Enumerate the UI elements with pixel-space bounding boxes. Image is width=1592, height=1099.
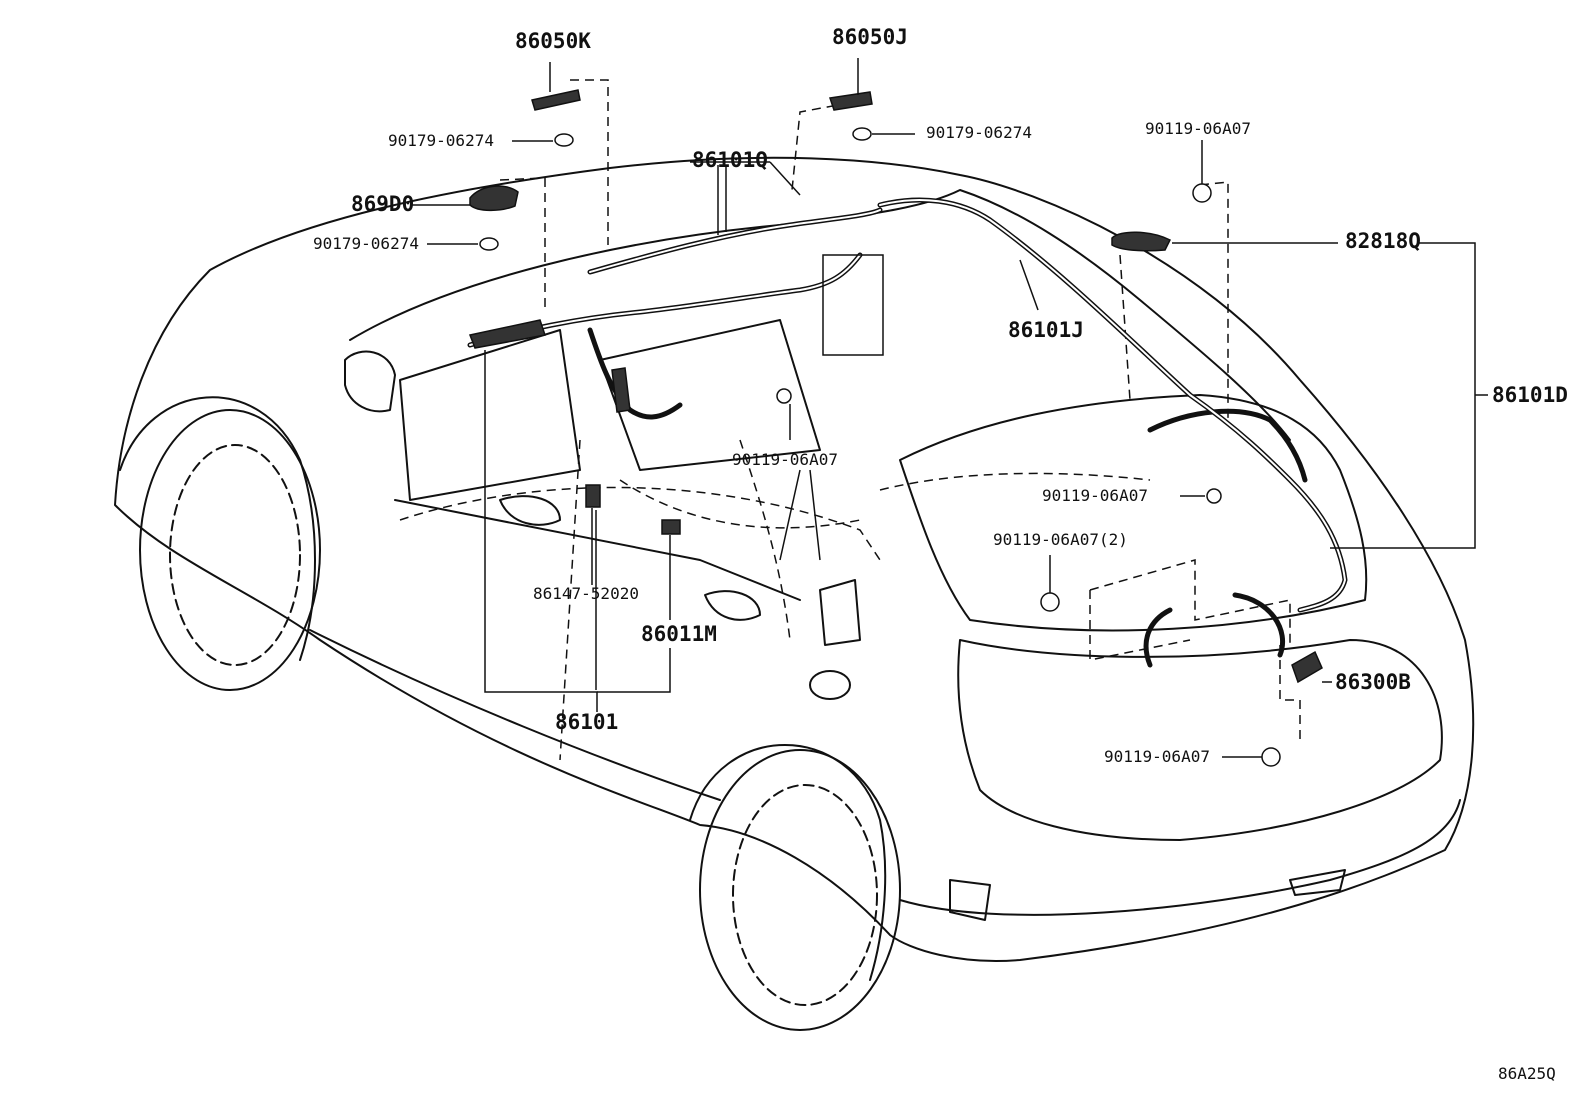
leader-dashed-86050K — [570, 79, 609, 245]
leader-dashed-869D0 — [499, 177, 546, 310]
harness-86101-branch — [587, 327, 683, 420]
interior-dashed-line — [559, 439, 581, 761]
figure-code: 86A25Q — [1498, 1064, 1556, 1083]
car-rear-window — [899, 394, 1368, 632]
car-rear-reflector — [949, 879, 991, 921]
label-90119-06A07-bottom: 90119-06A07 — [1104, 747, 1210, 766]
car-rear-lower — [957, 639, 1443, 841]
car-fuel-door — [809, 670, 851, 700]
grommet-90119-mid-icon — [776, 388, 792, 404]
leader-86101D — [1330, 242, 1488, 549]
label-90119-06A07-top: 90119-06A07 — [1145, 119, 1251, 138]
part-86147-shape — [585, 484, 601, 508]
car-door-line — [394, 499, 801, 601]
label-90119-06A07-mid: 90119-06A07 — [732, 450, 838, 469]
car-mirror — [344, 350, 396, 413]
label-86050K: 86050K — [515, 29, 591, 53]
leader-dashed-rear-box — [1089, 559, 1291, 645]
label-90119-06A07-right: 90119-06A07 — [1042, 486, 1148, 505]
car-rear-wheel-inner — [732, 784, 878, 1006]
car-rocker-line — [309, 629, 721, 801]
label-90119-06A07-2: 90119-06A07(2) — [993, 530, 1128, 549]
clip-90179-b-icon — [852, 127, 872, 141]
car-side-window — [399, 329, 581, 501]
car-door-handle-front — [499, 495, 561, 526]
grommet-90119-bottom-icon — [1261, 747, 1281, 767]
label-86101J: 86101J — [1008, 318, 1084, 342]
label-90179-06274-c: 90179-06274 — [313, 234, 419, 253]
car-rear-arch — [689, 744, 887, 981]
part-86050K-shape — [531, 89, 581, 111]
part-86050J-shape — [829, 91, 873, 111]
label-86101: 86101 — [555, 710, 619, 734]
leader-86101J — [1019, 259, 1039, 311]
clip-90179-a-icon — [554, 133, 574, 147]
label-86011M: 86011M — [641, 622, 717, 646]
grommet-90119-top-icon — [1192, 183, 1212, 203]
car-rear-bumper — [899, 799, 1461, 916]
label-86101Q: 86101Q — [692, 148, 768, 172]
leader-dashed-86050J — [791, 99, 866, 191]
part-86300B-shape — [1291, 650, 1323, 684]
leader-dashed-86300B — [1279, 645, 1301, 745]
leader-86101 — [484, 350, 598, 712]
grommet-90119-right-icon — [1206, 488, 1222, 504]
label-90179-06274-b: 90179-06274 — [926, 123, 1032, 142]
connector-86101-cluster — [468, 319, 546, 349]
label-869D0: 869D0 — [351, 192, 415, 216]
car-rear-wheel — [699, 749, 901, 1031]
leader-dashed-90119-top — [1199, 181, 1229, 420]
connector-block — [822, 254, 884, 356]
car-front-wheel-inner — [169, 444, 301, 666]
part-86011M-shape — [661, 519, 681, 535]
car-door-handle-rear — [704, 590, 761, 621]
car-body-outline — [114, 156, 1475, 962]
label-86101D: 86101D — [1492, 383, 1568, 407]
car-side-window-rear — [599, 319, 821, 471]
leader-dashed-rear-box-2 — [1089, 590, 1191, 661]
car-roof-line — [349, 189, 1291, 441]
leader-dashed-82818Q — [1119, 254, 1131, 401]
car-taillight — [819, 579, 861, 646]
label-86050J: 86050J — [832, 25, 908, 49]
connector-86101-vertical — [611, 367, 631, 413]
harness-86101D-rear — [1143, 592, 1286, 668]
label-90179-06274-a: 90179-06274 — [388, 131, 494, 150]
interior-dashed-line — [619, 479, 861, 529]
grommet-90119-2-icon — [1040, 592, 1060, 612]
interior-dashed-line — [399, 486, 881, 561]
leader-86101Q — [690, 161, 801, 235]
part-82818Q-shape — [1111, 231, 1172, 252]
harness-rear-loop — [1147, 408, 1308, 483]
leader-86147 — [591, 508, 597, 690]
interior-dashed-line — [879, 472, 1151, 491]
clip-90179-c-icon — [479, 237, 499, 251]
car-front-wheel — [139, 409, 321, 691]
label-86300B: 86300B — [1335, 670, 1411, 694]
car-front-arch — [119, 396, 316, 661]
leader-90119-mid — [779, 404, 821, 561]
label-86147-52020: 86147-52020 — [533, 584, 639, 603]
car-rear-reflector-right — [1289, 869, 1346, 896]
part-869D0-shape — [469, 185, 519, 212]
label-82818Q: 82818Q — [1345, 229, 1421, 253]
leader-86011M — [597, 535, 671, 693]
interior-dashed-line — [739, 439, 791, 641]
